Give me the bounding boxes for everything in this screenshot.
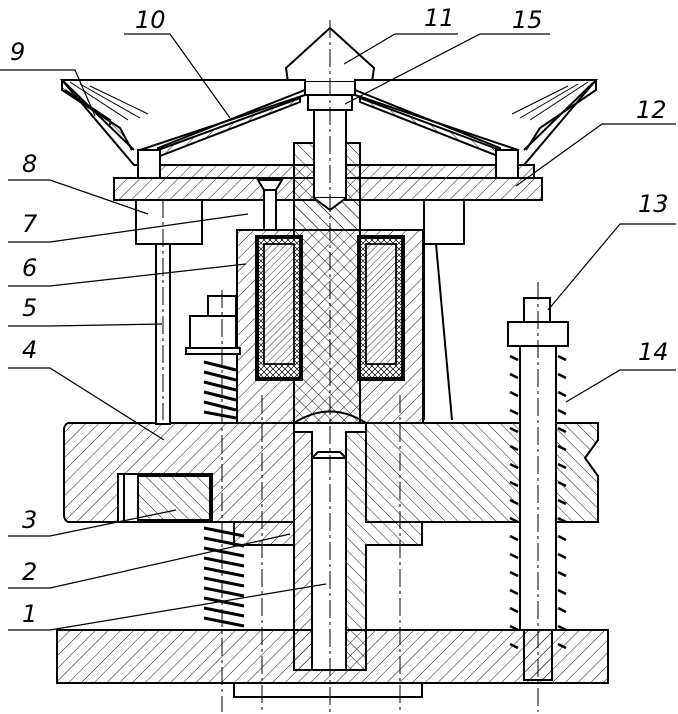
leader-13 xyxy=(547,223,676,311)
label-10: 10 xyxy=(135,6,166,34)
leader-11 xyxy=(343,33,458,65)
label-3: 3 xyxy=(22,506,37,534)
left-spring xyxy=(203,360,245,628)
leader-15 xyxy=(344,33,550,105)
label-13: 13 xyxy=(638,190,669,218)
funnel-cover xyxy=(59,79,599,179)
central-stem xyxy=(311,451,347,671)
label-4: 4 xyxy=(22,336,37,364)
coil-left xyxy=(257,237,301,379)
leader-5 xyxy=(8,323,163,327)
leader-8 xyxy=(8,179,149,215)
label-1: 1 xyxy=(22,600,37,628)
label-2: 2 xyxy=(22,558,37,586)
insert-block xyxy=(117,473,213,523)
upper-spindle xyxy=(293,109,361,231)
label-11: 11 xyxy=(424,4,455,32)
leader-12 xyxy=(515,123,676,187)
label-8: 8 xyxy=(22,150,37,178)
label-5: 5 xyxy=(22,294,37,322)
leader-7 xyxy=(8,213,249,243)
label-14: 14 xyxy=(638,338,669,366)
leader-6 xyxy=(8,263,247,287)
label-15: 15 xyxy=(512,6,543,34)
leader-3 xyxy=(8,509,177,537)
leader-4 xyxy=(8,367,165,441)
leader-14 xyxy=(565,369,676,403)
label-7: 7 xyxy=(22,210,38,238)
centerlines xyxy=(162,20,539,712)
screw-7 xyxy=(256,179,284,231)
left-bolt-nut xyxy=(185,295,241,355)
leader-9 xyxy=(0,69,96,117)
label-6: 6 xyxy=(22,254,37,282)
leader-lines xyxy=(0,33,676,631)
leader-1 xyxy=(8,583,327,631)
pillar-right xyxy=(423,199,465,421)
leader-2 xyxy=(8,533,291,589)
coil-right xyxy=(359,237,403,379)
right-spring xyxy=(509,354,567,650)
pillar-left xyxy=(135,199,203,425)
label-9: 9 xyxy=(10,38,25,66)
part-labels: 10 11 15 9 12 8 13 7 6 5 14 4 3 2 1 xyxy=(10,4,669,628)
label-12: 12 xyxy=(636,96,667,124)
leader-10 xyxy=(124,33,231,119)
